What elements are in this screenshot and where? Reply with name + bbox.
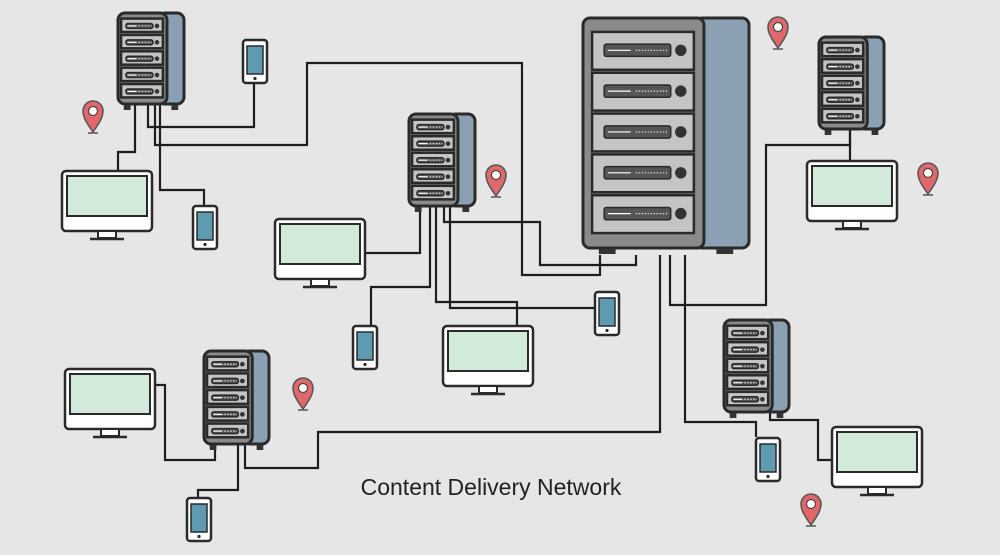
edge-server-icon bbox=[202, 349, 271, 450]
location-pin-icon bbox=[800, 493, 822, 527]
network-link bbox=[158, 105, 206, 205]
diagram-caption: Content Delivery Network bbox=[360, 474, 622, 500]
smartphone-icon bbox=[593, 290, 621, 337]
smartphone-icon bbox=[241, 38, 269, 85]
desktop-monitor-icon bbox=[441, 324, 535, 396]
network-link bbox=[153, 61, 602, 277]
smartphone-icon bbox=[185, 496, 213, 543]
desktop-monitor-icon bbox=[63, 367, 157, 439]
smartphone-icon bbox=[351, 324, 379, 371]
desktop-monitor-icon bbox=[805, 159, 899, 231]
network-nodes bbox=[60, 11, 939, 543]
network-link bbox=[768, 413, 831, 462]
edge-server-icon bbox=[407, 112, 477, 212]
desktop-monitor-icon bbox=[60, 169, 154, 241]
network-link bbox=[116, 105, 137, 170]
network-link bbox=[366, 207, 422, 255]
network-link bbox=[196, 445, 240, 497]
edge-server-icon bbox=[116, 11, 186, 110]
smartphone-icon bbox=[754, 436, 782, 483]
location-pin-icon bbox=[82, 100, 104, 134]
origin-server-icon bbox=[581, 16, 751, 254]
location-pin-icon bbox=[767, 16, 789, 50]
edge-server-icon bbox=[722, 318, 791, 418]
desktop-monitor-icon bbox=[273, 217, 367, 289]
edge-server-icon bbox=[817, 35, 886, 135]
network-link bbox=[243, 255, 662, 470]
network-link bbox=[683, 255, 758, 437]
network-link bbox=[369, 207, 432, 325]
smartphone-icon bbox=[191, 204, 219, 251]
location-pin-icon bbox=[917, 162, 939, 196]
network-link bbox=[442, 207, 638, 267]
network-links bbox=[116, 61, 852, 497]
network-link bbox=[156, 383, 217, 462]
network-link bbox=[146, 83, 256, 129]
location-pin-icon bbox=[292, 377, 314, 411]
location-pin-icon bbox=[485, 164, 507, 198]
desktop-monitor-icon bbox=[830, 425, 924, 497]
network-link bbox=[434, 207, 519, 325]
